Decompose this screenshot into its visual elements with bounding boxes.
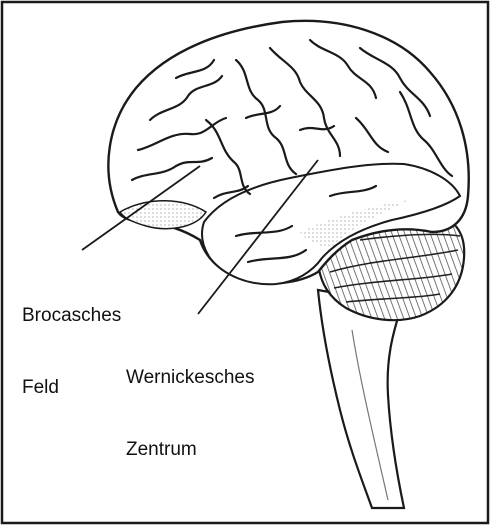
broca-label-line2: Feld	[22, 376, 121, 400]
broca-area-label: Brocasches Feld	[22, 256, 121, 424]
wernicke-area-label: Wernickesches Zentrum	[126, 318, 254, 486]
brainstem	[318, 290, 404, 508]
broca-label-line1: Brocasches	[22, 304, 121, 328]
wernicke-label-line2: Zentrum	[126, 438, 254, 462]
wernicke-label-line1: Wernickesches	[126, 366, 254, 390]
